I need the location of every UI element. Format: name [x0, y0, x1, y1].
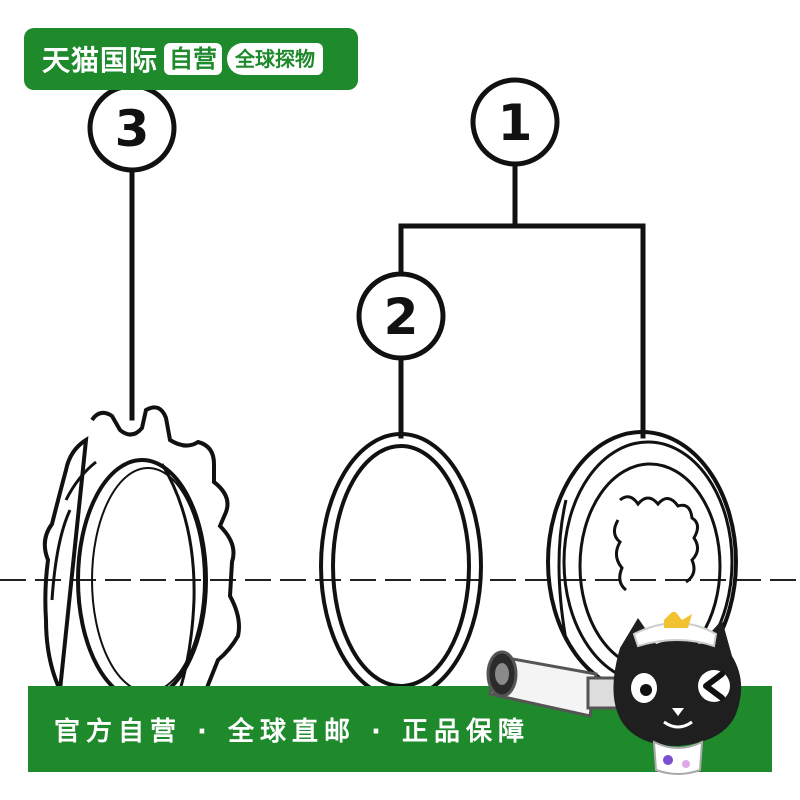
leader-line-1: [398, 159, 646, 439]
callout-label-3: 3: [115, 100, 150, 158]
self-run-tag: 自营: [164, 43, 223, 75]
part-2-ring: [319, 432, 483, 700]
global-tag: 全球探物: [227, 43, 324, 75]
chevron-left-icon: [703, 671, 725, 701]
tmall-global-badge: 天猫国际 自营 全球探物: [24, 28, 358, 90]
part-3-sprocket: [42, 405, 241, 702]
promo-slogan: 官方自营 · 全球直邮 · 正品保障: [54, 716, 530, 747]
tmall-cat-mascot-icon: [486, 612, 742, 775]
callout-circle-1: [470, 77, 560, 167]
callout-circle-2: [356, 271, 446, 361]
callout-label-2: 2: [384, 288, 419, 346]
callout-label-1: 1: [498, 94, 533, 152]
telescope-icon: [486, 650, 620, 718]
brand-text: 天猫国际: [42, 44, 159, 77]
